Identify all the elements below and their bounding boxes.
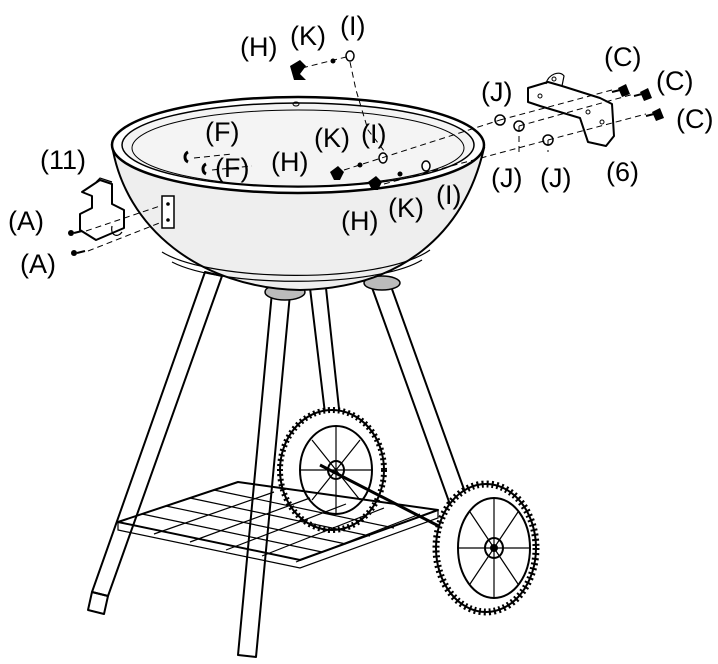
wing-nut-h-top xyxy=(290,60,306,80)
label-6: (6) xyxy=(606,157,639,187)
label-k-low: (K) xyxy=(388,193,424,223)
label-c-1: (C) xyxy=(604,42,641,72)
label-a-1: (A) xyxy=(8,206,44,236)
label-j-top: (J) xyxy=(481,77,512,107)
wing-nut-h-low xyxy=(368,176,382,190)
kettle-bowl xyxy=(110,95,486,292)
washer-i-low xyxy=(421,160,431,172)
bracket-11 xyxy=(79,177,125,241)
label-i-low: (I) xyxy=(436,180,461,210)
part-labels: (H) (K) (I) (J) (C) (C) (C) (F) (F) (H) … xyxy=(8,11,713,279)
label-h-low: (H) xyxy=(341,206,378,236)
bracket-6 xyxy=(527,72,615,147)
screw-a-lower xyxy=(71,250,86,256)
washer-i-top xyxy=(345,50,355,62)
label-h-mid: (H) xyxy=(271,147,308,177)
screw-f-pair xyxy=(183,150,207,176)
screw-f-2 xyxy=(201,162,207,176)
guide-lines-bracket xyxy=(85,205,163,252)
label-11: (11) xyxy=(40,145,86,175)
wire-shelf xyxy=(117,481,439,569)
label-i-top: (I) xyxy=(340,11,365,41)
lock-washer-k-mid xyxy=(357,162,363,168)
bolt-c-1 xyxy=(611,84,630,97)
leg-front-left xyxy=(87,271,223,615)
lock-washer-k-low xyxy=(397,171,403,177)
label-j-mid-1: (J) xyxy=(491,163,522,193)
wing-nut-h-mid xyxy=(330,166,344,180)
label-a-2: (A) xyxy=(20,249,56,279)
label-k-top: (K) xyxy=(290,21,326,51)
bolt-c-3 xyxy=(645,108,664,121)
screw-f-1 xyxy=(183,150,189,164)
label-h-top: (H) xyxy=(240,32,277,62)
label-f-1: (F) xyxy=(205,117,239,147)
label-c-2: (C) xyxy=(656,66,693,96)
screw-a-upper xyxy=(68,230,83,236)
alignment-lines xyxy=(193,55,647,185)
wheel-front xyxy=(432,480,540,616)
leg-socket-right xyxy=(363,275,401,291)
hardware-low-row xyxy=(368,160,431,190)
label-f-2: (F) xyxy=(215,153,249,183)
washers-j xyxy=(494,114,554,146)
hardware-top-row xyxy=(290,50,355,80)
label-j-mid-2: (J) xyxy=(540,163,571,193)
label-i-mid: (I) xyxy=(361,119,386,149)
label-k-mid: (K) xyxy=(314,123,350,153)
bolt-c-2 xyxy=(633,88,652,101)
label-c-3: (C) xyxy=(676,104,713,134)
